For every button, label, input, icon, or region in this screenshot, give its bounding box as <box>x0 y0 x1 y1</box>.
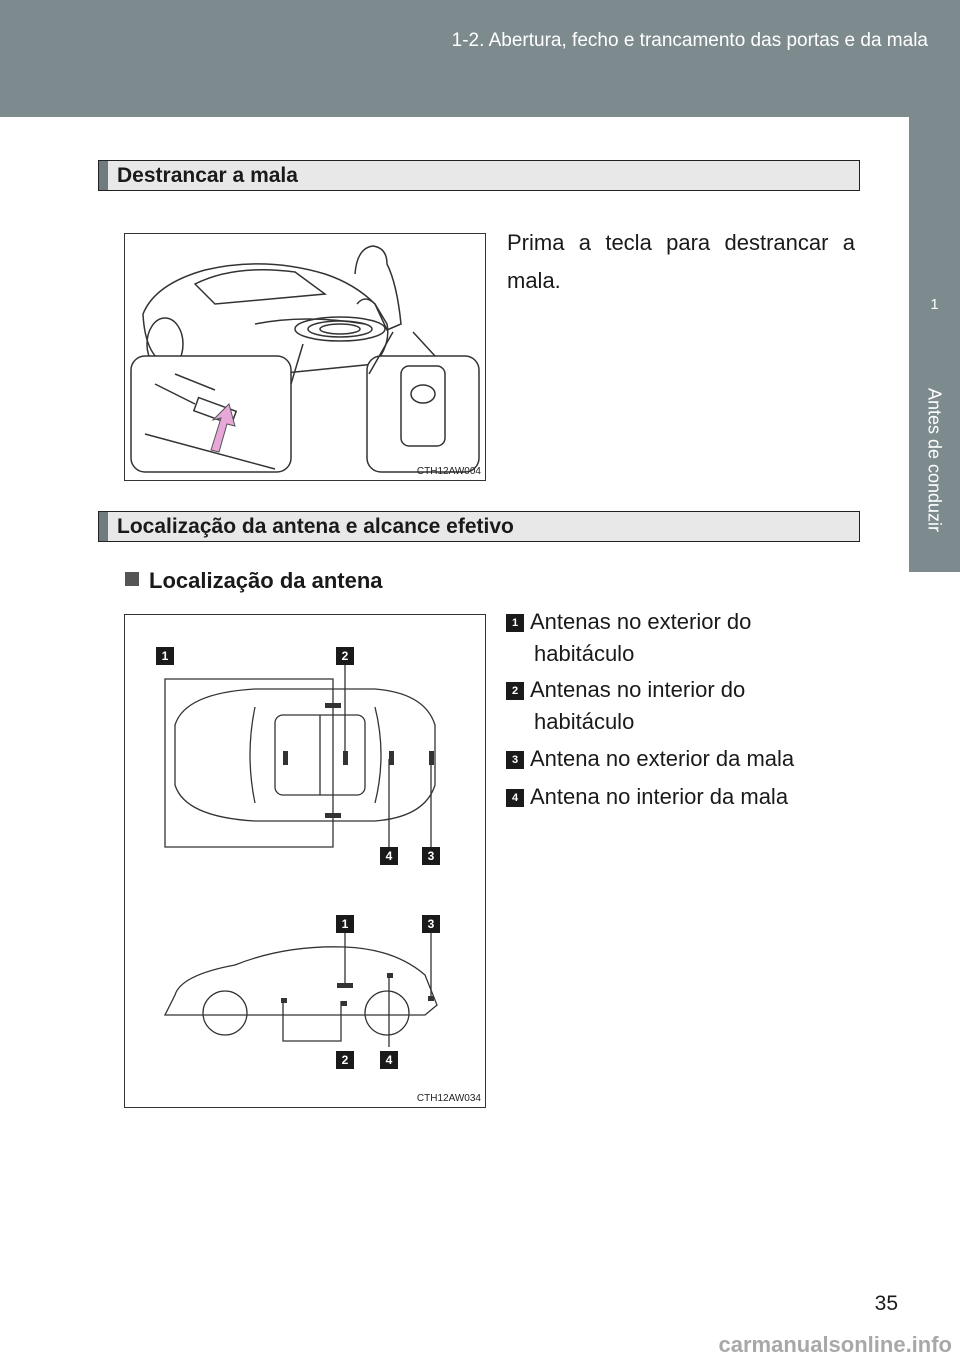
car-rear-illustration <box>130 245 480 473</box>
bullet-square-icon <box>125 572 139 586</box>
antenna-item-1: 1 Antenas no exterior do habitáculo <box>506 606 751 670</box>
svg-text:1: 1 <box>342 917 349 931</box>
svg-text:1: 1 <box>162 649 169 663</box>
figure-code: CTH12AW034 <box>416 1093 481 1104</box>
running-head: 1-2. Abertura, fecho e trancamento das p… <box>451 30 928 51</box>
section-header-unlock-trunk: Destrancar a mala <box>98 160 860 191</box>
section-accent <box>99 161 108 190</box>
figure-antenna-location: 1 2 4 3 1 3 2 4 CTH12AW034 <box>124 614 486 1108</box>
watermark: carmanualsonline.info <box>718 1332 953 1357</box>
item-text: Antena no interior da mala <box>530 784 789 809</box>
svg-text:3: 3 <box>428 849 435 863</box>
item-text: Antenas no interior do <box>530 677 746 702</box>
item-text: Antenas no exterior do <box>530 609 752 634</box>
figure-unlock-trunk: CTH12AW004 <box>124 233 486 481</box>
number-badge: 2 <box>506 682 524 700</box>
antenna-item-3: 3 Antena no exterior da mala <box>506 743 794 775</box>
page-number: 35 <box>874 1292 898 1315</box>
unlock-instruction: Prima a tecla para destrancar a mala. <box>507 230 855 293</box>
antenna-diagram: 1 2 4 3 1 3 2 4 <box>156 647 440 1069</box>
side-tab-label-bg <box>909 357 960 572</box>
item-text-cont: habitáculo <box>534 641 635 666</box>
antenna-item-4: 4 Antena no interior da mala <box>506 781 788 813</box>
subheading-text: Localização da antena <box>149 568 383 593</box>
side-tab <box>909 117 960 357</box>
item-text-cont: habitáculo <box>534 709 635 734</box>
svg-text:2: 2 <box>342 649 349 663</box>
section-accent <box>99 512 108 541</box>
side-tab-number: 1 <box>930 296 939 313</box>
svg-text:2: 2 <box>342 1053 349 1067</box>
number-badge: 1 <box>506 614 524 632</box>
header-band <box>0 0 960 117</box>
item-text: Antena no exterior da mala <box>530 746 795 771</box>
section-title: Localização da antena e alcance efetivo <box>117 515 514 538</box>
svg-text:4: 4 <box>386 1053 393 1067</box>
section-title: Destrancar a mala <box>117 164 298 187</box>
section-header-antenna: Localização da antena e alcance efetivo <box>98 511 860 542</box>
number-badge: 4 <box>506 789 524 807</box>
antenna-item-2: 2 Antenas no interior do habitáculo <box>506 674 745 738</box>
side-tab-label: Antes de conduzir <box>924 387 945 533</box>
svg-text:4: 4 <box>386 849 393 863</box>
number-badge: 3 <box>506 751 524 769</box>
figure-code: CTH12AW004 <box>416 466 481 477</box>
svg-text:3: 3 <box>428 917 435 931</box>
subheading-antenna-location: Localização da antena <box>125 568 383 594</box>
diagram-callout-badges: 1 2 4 3 1 3 2 4 <box>156 647 440 1069</box>
